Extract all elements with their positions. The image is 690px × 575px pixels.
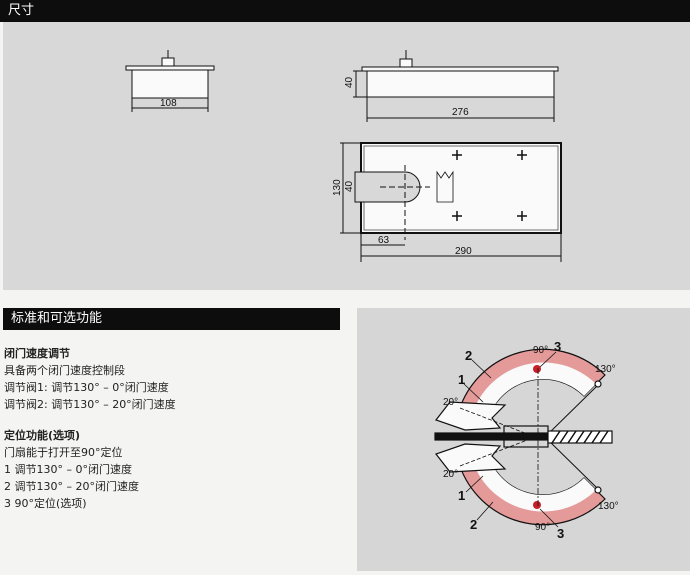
hold-open-heading: 定位功能(选项) [4, 429, 81, 442]
dim-108: 108 [160, 98, 177, 109]
label-2-bottom: 2 [470, 517, 477, 532]
dim-40-side: 40 [344, 76, 355, 88]
closing-speed-line: 调节阀1: 调节130° – 0°闭门速度 [4, 381, 169, 394]
label-1-bottom: 1 [458, 488, 465, 503]
closing-diagram-panel: 90° 130° 20° 20° 130° 90° 2 1 3 1 2 3 [357, 308, 690, 571]
hold-open-line: 1 调节130° – 0°闭门速度 [4, 463, 132, 476]
dim-40-slot: 40 [344, 180, 355, 192]
hold-open-block: 定位功能(选项) 门扇能于打开至90°定位 1 调节130° – 0°闭门速度 … [4, 427, 139, 512]
dim-63: 63 [378, 235, 390, 246]
closing-speed-line: 调节阀2: 调节130° – 20°闭门速度 [4, 398, 176, 411]
label-130-top: 130° [595, 364, 616, 375]
dim-130: 130 [332, 179, 343, 196]
hold-open-line: 2 调节130° – 20°闭门速度 [4, 480, 139, 493]
section-header-features: 标准和可选功能 [3, 308, 340, 330]
label-20-top: 20° [443, 397, 458, 408]
label-130-bottom: 130° [598, 501, 619, 512]
label-2-top: 2 [465, 348, 472, 363]
closing-speed-heading: 闭门速度调节 [4, 347, 70, 360]
dimensions-panel: 108 40 276 130 40 63 290 [3, 22, 690, 290]
label-90-top: 90° [533, 345, 548, 356]
label-90-bottom: 90° [535, 522, 550, 533]
label-1-top: 1 [458, 372, 465, 387]
section-header-dimensions: 尺寸 [0, 0, 690, 22]
door-closing-diagram: 90° 130° 20° 20° 130° 90° 2 1 3 1 2 3 [434, 339, 619, 541]
dim-290: 290 [455, 246, 472, 257]
label-3-top: 3 [554, 339, 561, 354]
label-3-bottom: 3 [557, 526, 564, 541]
closing-speed-line: 具备两个闭门速度控制段 [4, 364, 125, 377]
dim-276: 276 [452, 107, 469, 118]
label-20-bottom: 20° [443, 469, 458, 480]
hold-open-line: 门扇能于打开至90°定位 [4, 446, 123, 459]
dimension-drawings: 108 40 276 130 40 63 290 [125, 50, 562, 262]
hold-open-line: 3 90°定位(选项) [4, 497, 87, 510]
closing-speed-block: 闭门速度调节 具备两个闭门速度控制段 调节阀1: 调节130° – 0°闭门速度… [4, 345, 176, 413]
